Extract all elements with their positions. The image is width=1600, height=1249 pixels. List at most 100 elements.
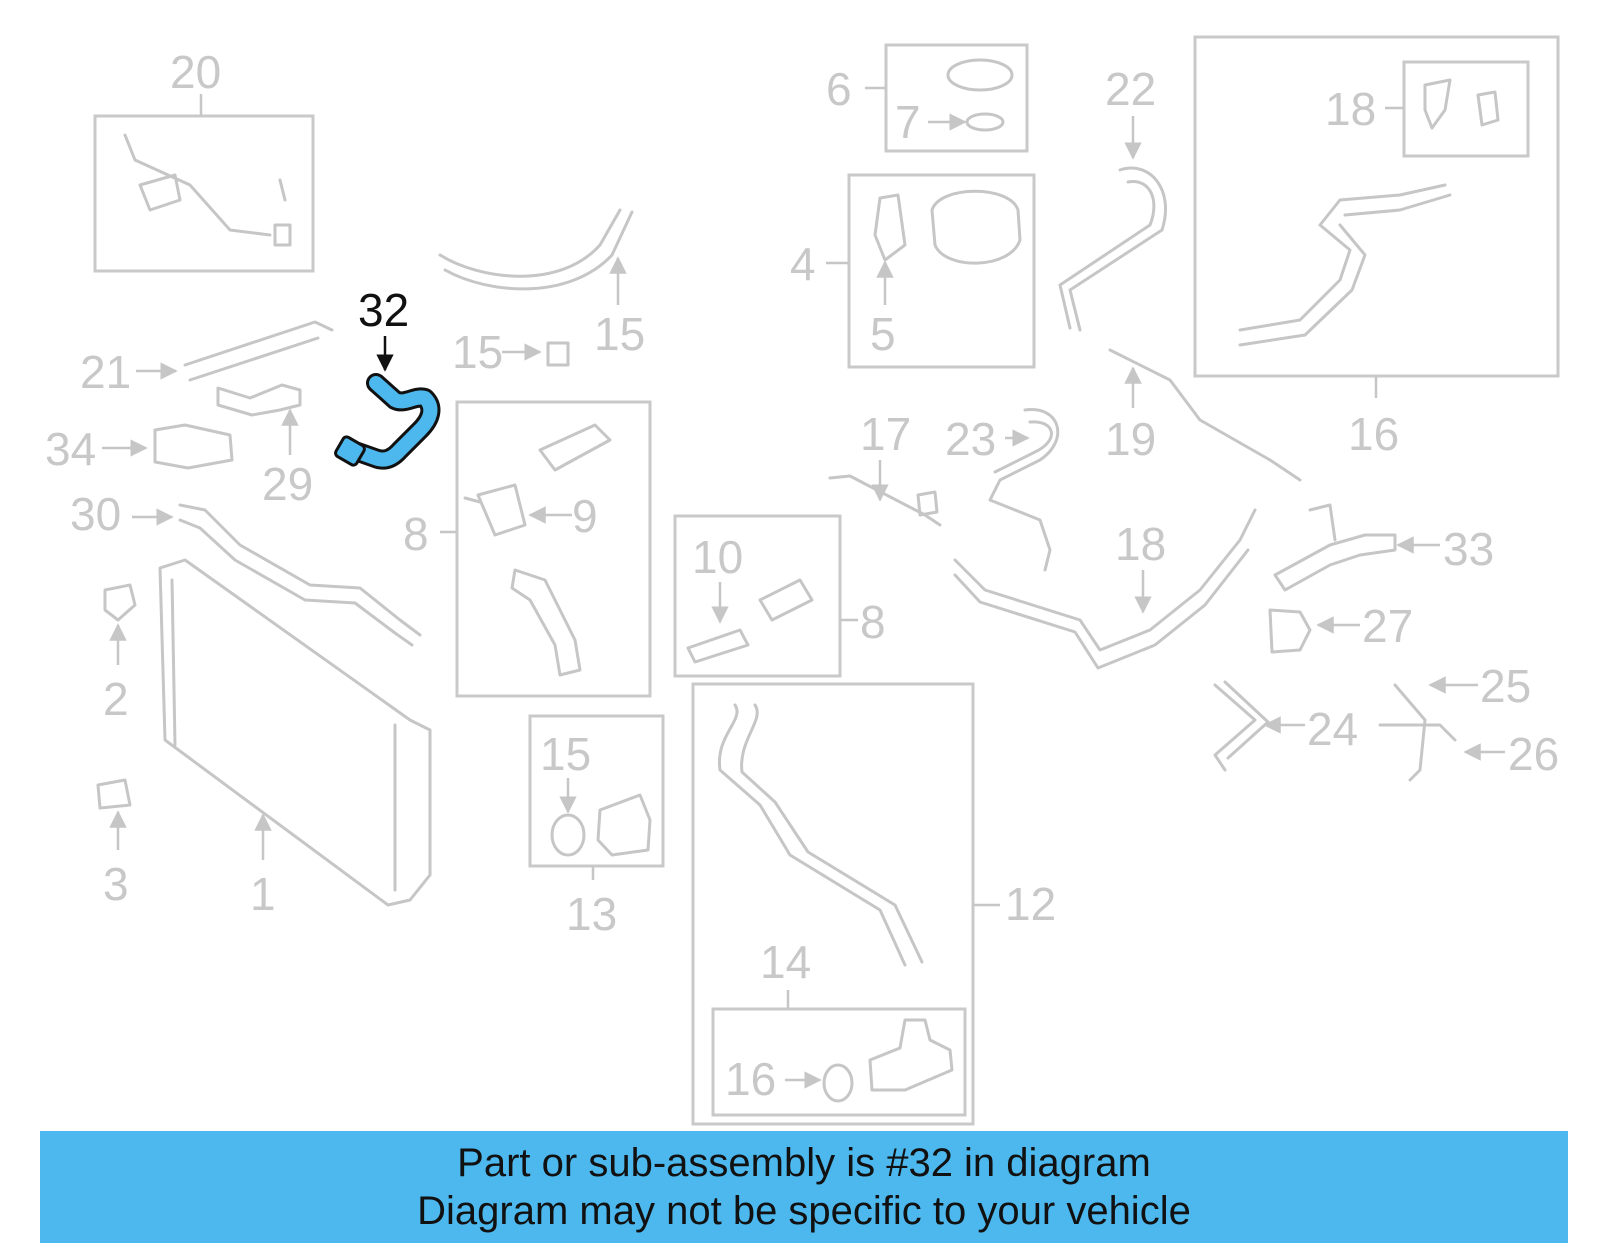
part-26-hose bbox=[1213, 680, 1270, 772]
part-label-20: 19 bbox=[1105, 413, 1156, 465]
part-label-4: 4 bbox=[790, 238, 816, 290]
part-15-seal-bottom bbox=[822, 1063, 854, 1103]
part-label-31: 29 bbox=[262, 458, 313, 510]
part-12-pipe bbox=[717, 703, 924, 967]
part-8-frame-left bbox=[455, 400, 652, 698]
part-label-17: 15 bbox=[594, 308, 645, 360]
part-10-group: 10 8 bbox=[673, 514, 886, 678]
part-10-sleeve bbox=[758, 578, 814, 622]
part-29-group: 27 bbox=[1268, 600, 1413, 654]
part-32-hose-end bbox=[334, 435, 366, 467]
part-label-8-right: 8 bbox=[860, 596, 886, 648]
part-4-group: 4 5 bbox=[790, 173, 1036, 369]
part-22-frame bbox=[93, 114, 315, 273]
part-18-group: 17 bbox=[828, 408, 942, 527]
part-14-fitting bbox=[868, 1018, 954, 1092]
part-19-cap bbox=[1476, 90, 1500, 127]
part-label-11: 15 bbox=[452, 326, 503, 378]
part-label-27: 25 bbox=[1480, 660, 1531, 712]
info-banner: Part or sub-assembly is #32 in diagram D… bbox=[40, 1131, 1568, 1243]
part-4-reservoir bbox=[930, 189, 1022, 265]
part-6-cap bbox=[946, 58, 1014, 92]
part-label-15-top: 15 bbox=[540, 728, 591, 780]
part-21-group: 18 bbox=[953, 508, 1257, 670]
part-label-19: 18 bbox=[1325, 83, 1376, 135]
part-label-33: 33 bbox=[1443, 523, 1494, 575]
part-19-frame bbox=[1402, 60, 1530, 158]
part-23-hose bbox=[183, 320, 334, 382]
part-6-frame bbox=[884, 43, 1029, 153]
part-label-5: 5 bbox=[870, 308, 896, 360]
part-13-group: 15 13 bbox=[528, 714, 665, 940]
part-8-sleeve bbox=[538, 423, 612, 472]
part-label-32: 32 bbox=[358, 284, 409, 336]
part-label-15-bottom: 16 bbox=[725, 1053, 776, 1105]
part-8-group-left: 8 9 bbox=[403, 400, 652, 698]
part-7-seal bbox=[965, 112, 1005, 132]
part-6-group: 6 7 bbox=[826, 43, 1029, 153]
part-16-frame bbox=[1193, 35, 1560, 378]
banner-line-2: Diagram may not be specific to your vehi… bbox=[417, 1189, 1191, 1233]
part-label-25: 23 bbox=[945, 413, 996, 465]
part-label-8-left: 8 bbox=[403, 508, 429, 560]
part-34-housing bbox=[153, 423, 234, 470]
part-34-group: 34 bbox=[45, 423, 234, 475]
part-15-seal-top bbox=[550, 813, 586, 857]
part-31-group: 29 bbox=[216, 383, 313, 510]
part-label-2: 2 bbox=[103, 673, 129, 725]
part-label-29: 27 bbox=[1362, 600, 1413, 652]
part-label-24: 22 bbox=[1105, 63, 1156, 115]
part-12-group: 12 14 16 bbox=[691, 682, 1056, 1126]
part-1-radiator bbox=[158, 558, 432, 907]
part-label-7: 7 bbox=[895, 96, 921, 148]
part-label-3: 3 bbox=[103, 858, 129, 910]
part-14-frame bbox=[711, 1007, 967, 1117]
part-33-group: 33 bbox=[1273, 503, 1494, 592]
part-22-bolt bbox=[273, 178, 292, 247]
part-22-bracket bbox=[123, 133, 272, 237]
part-22-group: 20 bbox=[93, 46, 315, 273]
part-label-6: 6 bbox=[826, 63, 852, 115]
part-29-elbow bbox=[1268, 608, 1312, 654]
part-9-fitting bbox=[463, 483, 527, 537]
part-26-28-group: 24 25 26 bbox=[1213, 660, 1559, 782]
part-10-connector bbox=[686, 628, 750, 664]
part-25-hose bbox=[988, 408, 1060, 572]
part-24-hose bbox=[1058, 166, 1168, 332]
part-17-hose bbox=[438, 208, 634, 291]
part-13-elbow bbox=[596, 793, 652, 857]
part-label-12: 12 bbox=[1005, 878, 1056, 930]
part-17-group: 15 bbox=[438, 208, 645, 360]
part-32-hose[interactable] bbox=[351, 376, 438, 467]
part-8-elbow bbox=[510, 568, 582, 677]
part-16-group: 16 18 bbox=[1193, 35, 1560, 460]
part-label-13: 13 bbox=[566, 888, 617, 940]
part-label-30: 30 bbox=[70, 488, 121, 540]
part-3-bracket bbox=[96, 778, 132, 810]
part-label-16: 16 bbox=[1348, 408, 1399, 460]
part-label-18: 17 bbox=[860, 408, 911, 460]
part-label-28: 26 bbox=[1508, 728, 1559, 780]
part-33-housing bbox=[1273, 503, 1397, 592]
part-20-group: 19 bbox=[1105, 348, 1302, 482]
part-20-bracket bbox=[1108, 348, 1302, 482]
part-23-group: 21 bbox=[80, 320, 334, 398]
part-label-9: 9 bbox=[572, 490, 598, 542]
part-11-group: 15 bbox=[452, 326, 570, 378]
part-11-clip bbox=[546, 341, 570, 367]
part-1-group: 1 2 3 bbox=[96, 558, 432, 920]
banner-line-1: Part or sub-assembly is #32 in diagram bbox=[457, 1141, 1151, 1185]
part-25-group: 23 bbox=[945, 408, 1060, 572]
part-10-frame bbox=[673, 514, 842, 678]
part-2-bracket bbox=[103, 583, 137, 622]
part-30-hose bbox=[178, 503, 422, 647]
part-24-group: 22 bbox=[1058, 63, 1168, 332]
part-31-hose bbox=[216, 383, 302, 417]
part-21-pipe bbox=[953, 508, 1257, 670]
part-label-14: 14 bbox=[760, 936, 811, 988]
part-label-22: 20 bbox=[170, 46, 221, 98]
part-32-group[interactable]: 32 bbox=[334, 284, 441, 470]
part-label-1: 1 bbox=[250, 868, 276, 920]
part-label-26: 24 bbox=[1307, 703, 1358, 755]
